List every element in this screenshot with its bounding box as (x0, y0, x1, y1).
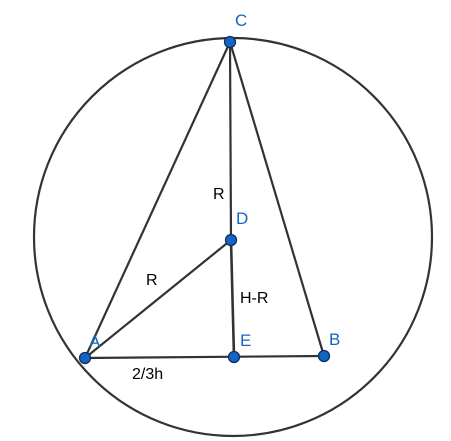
label-point-D: D (236, 209, 248, 228)
segment-AD (84, 239, 232, 359)
label-segment-AE: 2/3h (132, 366, 163, 383)
segment-CD (228, 41, 233, 241)
label-segment-AD: R (146, 272, 158, 289)
segment-DE (229, 239, 236, 358)
label-point-A: A (89, 332, 101, 351)
label-segment-CD: R (213, 186, 225, 203)
label-point-B: B (329, 330, 340, 349)
label-point-E: E (240, 331, 251, 350)
point-A (78, 351, 92, 365)
point-D (224, 233, 238, 247)
point-C (223, 35, 237, 49)
segment-CA (84, 41, 231, 359)
segment-CB (228, 41, 326, 357)
point-E (227, 350, 241, 364)
label-point-C: C (235, 11, 247, 30)
label-segment-DE: H-R (240, 290, 268, 307)
segment-AB (84, 354, 325, 360)
point-B (317, 349, 331, 363)
